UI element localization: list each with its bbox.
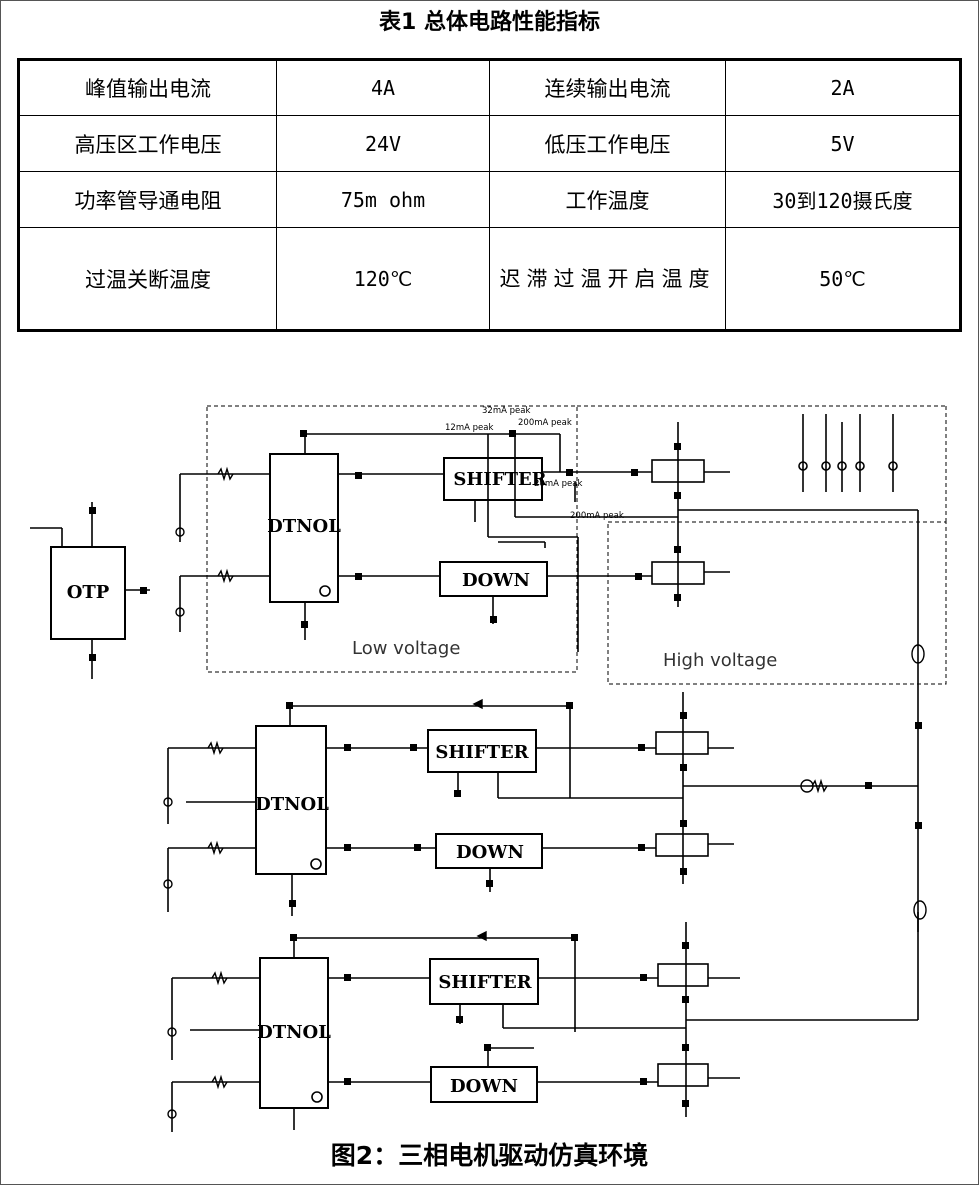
dtnol-block-1 [269, 453, 339, 603]
down-block-2 [435, 833, 543, 869]
param-value: 2A [725, 59, 961, 116]
shifter-label-1: SHIFTER [453, 469, 547, 490]
param-label: 峰值输出电流 [18, 59, 277, 116]
annotation-32ma: 32mA peak [482, 406, 530, 416]
param-value: 4A [276, 59, 490, 116]
down-label-1: DOWN [462, 570, 530, 591]
shifter-label-3: SHIFTER [438, 972, 532, 993]
shifter-block-2 [427, 729, 537, 773]
param-label: 过温关断温度 [18, 227, 277, 331]
circuit-figure: OTP DTNOL SHIFTER DOWN DTNOL SHIFTER DOW… [0, 392, 979, 1132]
param-label: 低压工作电压 [489, 115, 726, 172]
annotation-20ma: 20mA peak [534, 479, 582, 489]
high-voltage-region [607, 521, 947, 685]
figure-caption: 图2：三相电机驱动仿真环境 [330, 1141, 649, 1170]
otp-block [50, 546, 126, 640]
table-row: 峰值输出电流 4A 连续输出电流 2A [18, 59, 961, 116]
annotation-200ma-bottom: 200mA peak [570, 511, 624, 521]
low-voltage-label: Low voltage [352, 638, 460, 659]
shifter-block-3 [429, 958, 539, 1005]
param-value: 120℃ [276, 227, 490, 331]
down-label-2: DOWN [456, 842, 524, 863]
shifter-block-1 [443, 457, 543, 501]
dtnol-label-1: DTNOL [267, 516, 341, 537]
param-value: 24V [276, 115, 490, 172]
table-row: 功率管导通电阻 75m ohm 工作温度 30到120摄氏度 [18, 171, 961, 228]
param-value: 5V [725, 115, 961, 172]
param-label: 连续输出电流 [489, 59, 726, 116]
low-voltage-region [206, 405, 578, 673]
param-label: 迟滞过温开启温度 [489, 227, 726, 331]
circuit-diagram: OTP DTNOL SHIFTER DOWN DTNOL SHIFTER DOW… [30, 405, 947, 1132]
dtnol-label-3: DTNOL [257, 1022, 331, 1043]
param-value: 75m ohm [276, 171, 490, 228]
param-value: 30到120摄氏度 [725, 171, 961, 228]
table-row: 高压区工作电压 24V 低压工作电压 5V [18, 115, 961, 172]
down-label-3: DOWN [450, 1076, 518, 1097]
table-title: 表1 总体电路性能指标 [379, 10, 600, 35]
dtnol-label-2: DTNOL [255, 794, 329, 815]
annotation-200ma-top: 200mA peak [518, 418, 572, 428]
dtnol-block-2 [255, 725, 327, 875]
param-label: 高压区工作电压 [18, 115, 277, 172]
param-label: 功率管导通电阻 [18, 171, 277, 228]
high-voltage-label: High voltage [663, 650, 777, 671]
param-value: 50℃ [725, 227, 961, 331]
param-label: 工作温度 [489, 171, 726, 228]
otp-label: OTP [67, 582, 110, 603]
shifter-label-2: SHIFTER [435, 742, 529, 763]
down-block-3 [430, 1066, 538, 1103]
table-row: 过温关断温度 120℃ 迟滞过温开启温度 50℃ [18, 227, 961, 331]
annotation-12ma: 12mA peak [445, 423, 493, 433]
spec-table: 峰值输出电流 4A 连续输出电流 2A 高压区工作电压 24V 低压工作电压 5… [17, 58, 962, 332]
